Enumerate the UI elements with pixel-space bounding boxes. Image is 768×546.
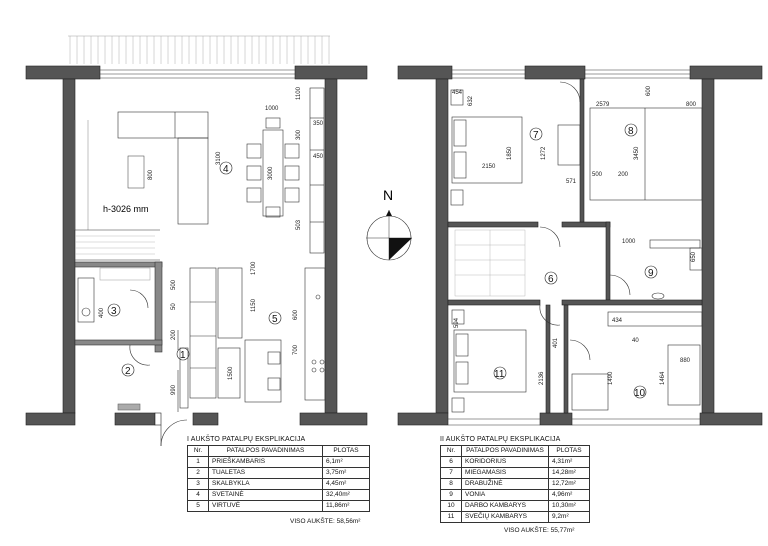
- col-header: Nr.: [187, 445, 209, 457]
- dim-label: 1100: [296, 86, 302, 100]
- dim-label: 800: [686, 102, 697, 108]
- floor1-walls: [25, 65, 368, 426]
- dim-label: 450: [313, 154, 324, 160]
- dim-label: 3100: [216, 151, 222, 165]
- dim-label: 1000: [265, 106, 279, 112]
- dim-label: 1490: [608, 371, 614, 385]
- floor2-plan: [397, 65, 763, 426]
- dim-label: 1464: [660, 371, 666, 385]
- compass-label: N: [383, 187, 393, 203]
- dim-label: 571: [566, 179, 577, 185]
- dim-label: 200: [171, 329, 177, 340]
- room-number: 9: [648, 268, 654, 279]
- dim-label: 200: [618, 172, 629, 178]
- dim-label: 1150: [251, 298, 257, 312]
- col-header: PATALPOS PAVADINIMAS: [461, 445, 549, 457]
- dim-label: 300: [296, 129, 302, 140]
- dim-label: 350: [313, 121, 324, 127]
- dim-label: 3000: [268, 166, 274, 180]
- floor2-room-numbers: [493, 123, 658, 399]
- col-header: Nr.: [440, 445, 462, 457]
- room-number: 10: [634, 388, 646, 399]
- room-number: 6: [548, 274, 554, 285]
- dim-label: 600: [646, 85, 652, 96]
- floor1-total-area: VISO AUKŠTE: 58,56m²: [290, 518, 361, 525]
- room-number: 5: [272, 314, 278, 325]
- dim-label: 3450: [634, 146, 640, 160]
- floor2-total-area: VISO AUKŠTE: 55,77m²: [504, 527, 575, 534]
- room-number: 2: [125, 366, 131, 377]
- floor1-room-numbers: [107, 161, 282, 377]
- dim-label: 2150: [482, 164, 496, 170]
- floor2-dimensions: 454 632 2579 800 600 1272 2150 1850 571 …: [452, 85, 697, 385]
- dim-label: 500: [592, 172, 603, 178]
- dim-label: 1500: [228, 366, 234, 380]
- dim-label: 990: [171, 384, 177, 395]
- floor2-legend-title: II AUKŠTO PATALPŲ EKSPLIKACIJA: [440, 436, 561, 443]
- room-number: 11: [494, 369, 505, 380]
- dining-chairs: [246, 117, 300, 218]
- table-header-row: Nr. PATALPOS PAVADINIMAS PLOTAS: [440, 445, 590, 457]
- dim-label: 401: [553, 337, 559, 348]
- room-number: 8: [628, 126, 634, 137]
- col-header: PATALPOS PAVADINIMAS: [208, 445, 323, 457]
- ceiling-height-note: h-3026 mm: [103, 204, 149, 214]
- north-compass: N: [366, 187, 412, 261]
- col-header: PLOTAS: [322, 445, 370, 457]
- room-number: 3: [111, 306, 117, 317]
- dim-label: 800: [148, 169, 154, 180]
- dim-label: 400: [99, 307, 105, 318]
- dim-label: 1272: [541, 146, 547, 160]
- dim-label: 1700: [251, 261, 257, 275]
- floor1-dimensions: 1000 1100 3100 3000 800 350 450 300 503 …: [99, 86, 324, 395]
- dim-label: 503: [296, 219, 302, 230]
- table-header-row: Nr. PATALPOS PAVADINIMAS PLOTAS: [187, 445, 370, 457]
- dim-label: 50: [171, 303, 177, 310]
- stairs-floor1: [75, 235, 155, 255]
- dim-label: 594: [454, 317, 460, 328]
- col-header: PLOTAS: [548, 445, 590, 457]
- dim-label: 650: [691, 251, 697, 262]
- room-number: 1: [180, 350, 186, 361]
- floor2-walls: [397, 65, 763, 426]
- dim-label: 454: [452, 90, 463, 96]
- dim-label: 2136: [539, 371, 545, 385]
- dim-label: 2579: [596, 102, 610, 108]
- floor1-legend-title: I AUKŠTO PATALPŲ EKSPLIKACIJA: [187, 436, 306, 443]
- stairs-floor2: [454, 229, 526, 297]
- room-number: 4: [223, 164, 229, 175]
- dim-label: 600: [293, 309, 299, 320]
- dim-label: 1850: [507, 146, 513, 160]
- dim-label: 1000: [622, 239, 636, 245]
- dim-label: 880: [680, 358, 691, 364]
- dim-label: 434: [612, 318, 623, 324]
- dim-label: 500: [171, 279, 177, 290]
- floor1-plan: [25, 35, 368, 447]
- dim-label: 40: [632, 338, 639, 344]
- dim-label: 700: [293, 344, 299, 355]
- dim-label: 632: [468, 95, 474, 106]
- room-number: 7: [533, 130, 539, 141]
